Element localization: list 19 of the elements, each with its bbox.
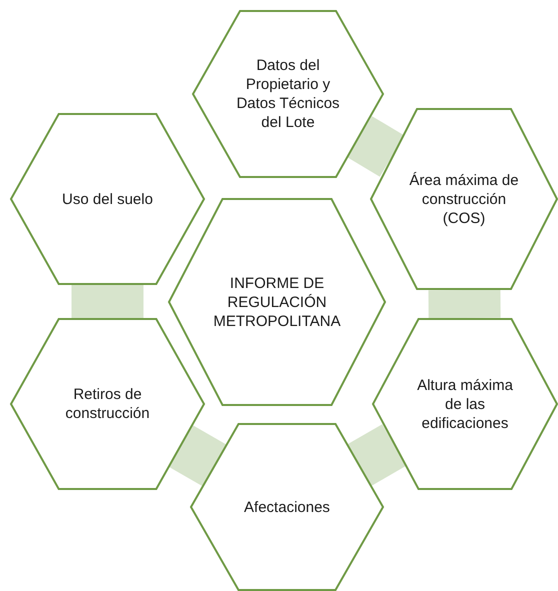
node-label: Altura máxima de las edificaciones [416,376,514,432]
node-label: Retiros de construcción [64,385,151,423]
node-label: Área máxima de construcción (COS) [408,170,520,228]
hexagon [10,113,205,285]
hexagon [168,198,386,406]
connector-band [72,285,144,318]
connector-band [348,424,406,486]
node-label: Uso del suelo [62,190,153,208]
hexagon [190,423,384,591]
node-label: Datos del Propietario y Datos Técnicos del Lote [235,56,341,132]
node-label: Afectaciones [244,498,330,516]
hexagon [372,318,558,490]
hexagon [370,108,558,290]
hexagon [192,10,384,178]
connector-band [347,116,404,177]
connector-band [169,425,226,486]
hexagon [10,318,205,490]
connector-band [428,290,501,318]
node-label: INFORME DE REGULACIÓN METROPOLITANA [212,274,342,330]
